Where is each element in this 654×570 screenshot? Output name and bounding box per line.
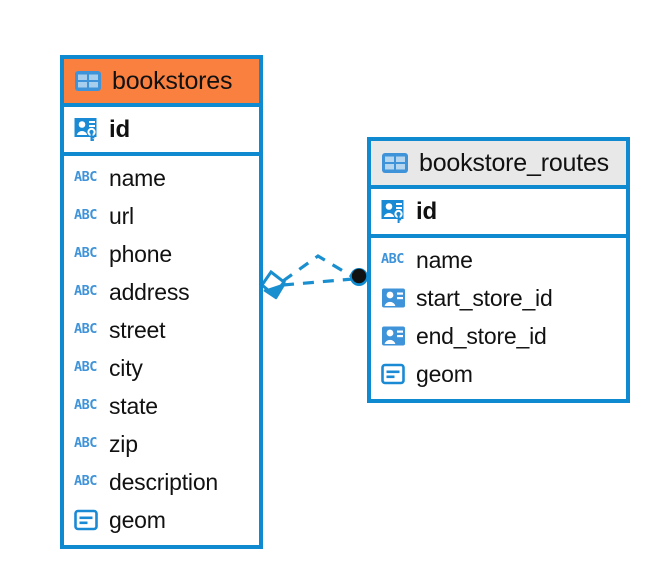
table-icon — [74, 69, 102, 93]
field-row-geom[interactable]: geom — [371, 355, 626, 393]
field-row-state[interactable]: ABC state — [64, 387, 259, 425]
field-row-name[interactable]: ABC name — [64, 159, 259, 197]
filled-circle-marker — [350, 268, 368, 286]
field-label-end-store-id: end_store_id — [416, 322, 547, 349]
field-row-name[interactable]: ABC name — [371, 241, 626, 279]
field-label-city: city — [109, 354, 143, 381]
primary-key-section-bookstore-routes: id — [371, 189, 626, 238]
field-label-description: description — [109, 468, 219, 495]
field-row-url[interactable]: ABC url — [64, 197, 259, 235]
field-label-state: state — [109, 392, 158, 419]
abc-icon: ABC — [74, 359, 97, 376]
field-label-id: id — [109, 115, 130, 143]
field-label-zip: zip — [109, 430, 138, 457]
field-label-name: name — [416, 246, 473, 273]
field-label-phone: phone — [109, 240, 172, 267]
abc-icon: ABC — [74, 397, 97, 414]
foreign-key-icon — [381, 325, 407, 347]
field-row-geom[interactable]: geom — [64, 501, 259, 539]
abc-icon: ABC — [74, 207, 97, 224]
abc-icon: ABC — [74, 321, 97, 338]
field-row-phone[interactable]: ABC phone — [64, 235, 259, 273]
field-label-id: id — [416, 197, 437, 225]
field-label-geom: geom — [416, 360, 473, 387]
entity-table-bookstore-routes[interactable]: bookstore_routes id — [367, 137, 630, 403]
entity-header-bookstores[interactable]: bookstores — [64, 59, 259, 107]
geometry-icon — [381, 362, 407, 386]
abc-icon: ABC — [74, 245, 97, 262]
abc-icon: ABC — [74, 169, 97, 186]
field-row-id[interactable]: id — [64, 107, 259, 152]
field-row-city[interactable]: ABC city — [64, 349, 259, 387]
entity-title-bookstore-routes: bookstore_routes — [419, 148, 609, 177]
primary-key-icon — [74, 117, 100, 142]
table-icon — [381, 151, 409, 175]
field-list-bookstores: ABC name ABC url ABC phone ABC — [64, 156, 259, 545]
field-label-name: name — [109, 164, 166, 191]
abc-icon: ABC — [74, 283, 97, 300]
field-row-address[interactable]: ABC address — [64, 273, 259, 311]
field-list-bookstore-routes: ABC name start_store_id — [371, 238, 626, 399]
diamond-marker — [259, 269, 287, 300]
entity-table-bookstores[interactable]: bookstores — [60, 55, 263, 549]
field-row-start-store-id[interactable]: start_store_id — [371, 279, 626, 317]
field-label-start-store-id: start_store_id — [416, 284, 553, 311]
field-label-address: address — [109, 278, 190, 305]
field-row-description[interactable]: ABC description — [64, 463, 259, 501]
entity-header-bookstore-routes[interactable]: bookstore_routes — [371, 141, 626, 189]
abc-icon: ABC — [381, 251, 404, 268]
field-label-url: url — [109, 202, 134, 229]
field-label-geom: geom — [109, 506, 166, 533]
field-row-id[interactable]: id — [371, 189, 626, 234]
entity-title-bookstores: bookstores — [112, 66, 233, 95]
field-row-end-store-id[interactable]: end_store_id — [371, 317, 626, 355]
abc-icon: ABC — [74, 435, 97, 452]
foreign-key-icon — [381, 287, 407, 309]
primary-key-section-bookstores: id — [64, 107, 259, 156]
field-row-zip[interactable]: ABC zip — [64, 425, 259, 463]
abc-icon: ABC — [74, 473, 97, 490]
field-label-street: street — [109, 316, 166, 343]
field-row-street[interactable]: ABC street — [64, 311, 259, 349]
geometry-icon — [74, 508, 100, 532]
relationship-branch-lower — [282, 277, 354, 287]
primary-key-icon — [381, 199, 407, 224]
relationship-branch-upper — [282, 254, 354, 283]
